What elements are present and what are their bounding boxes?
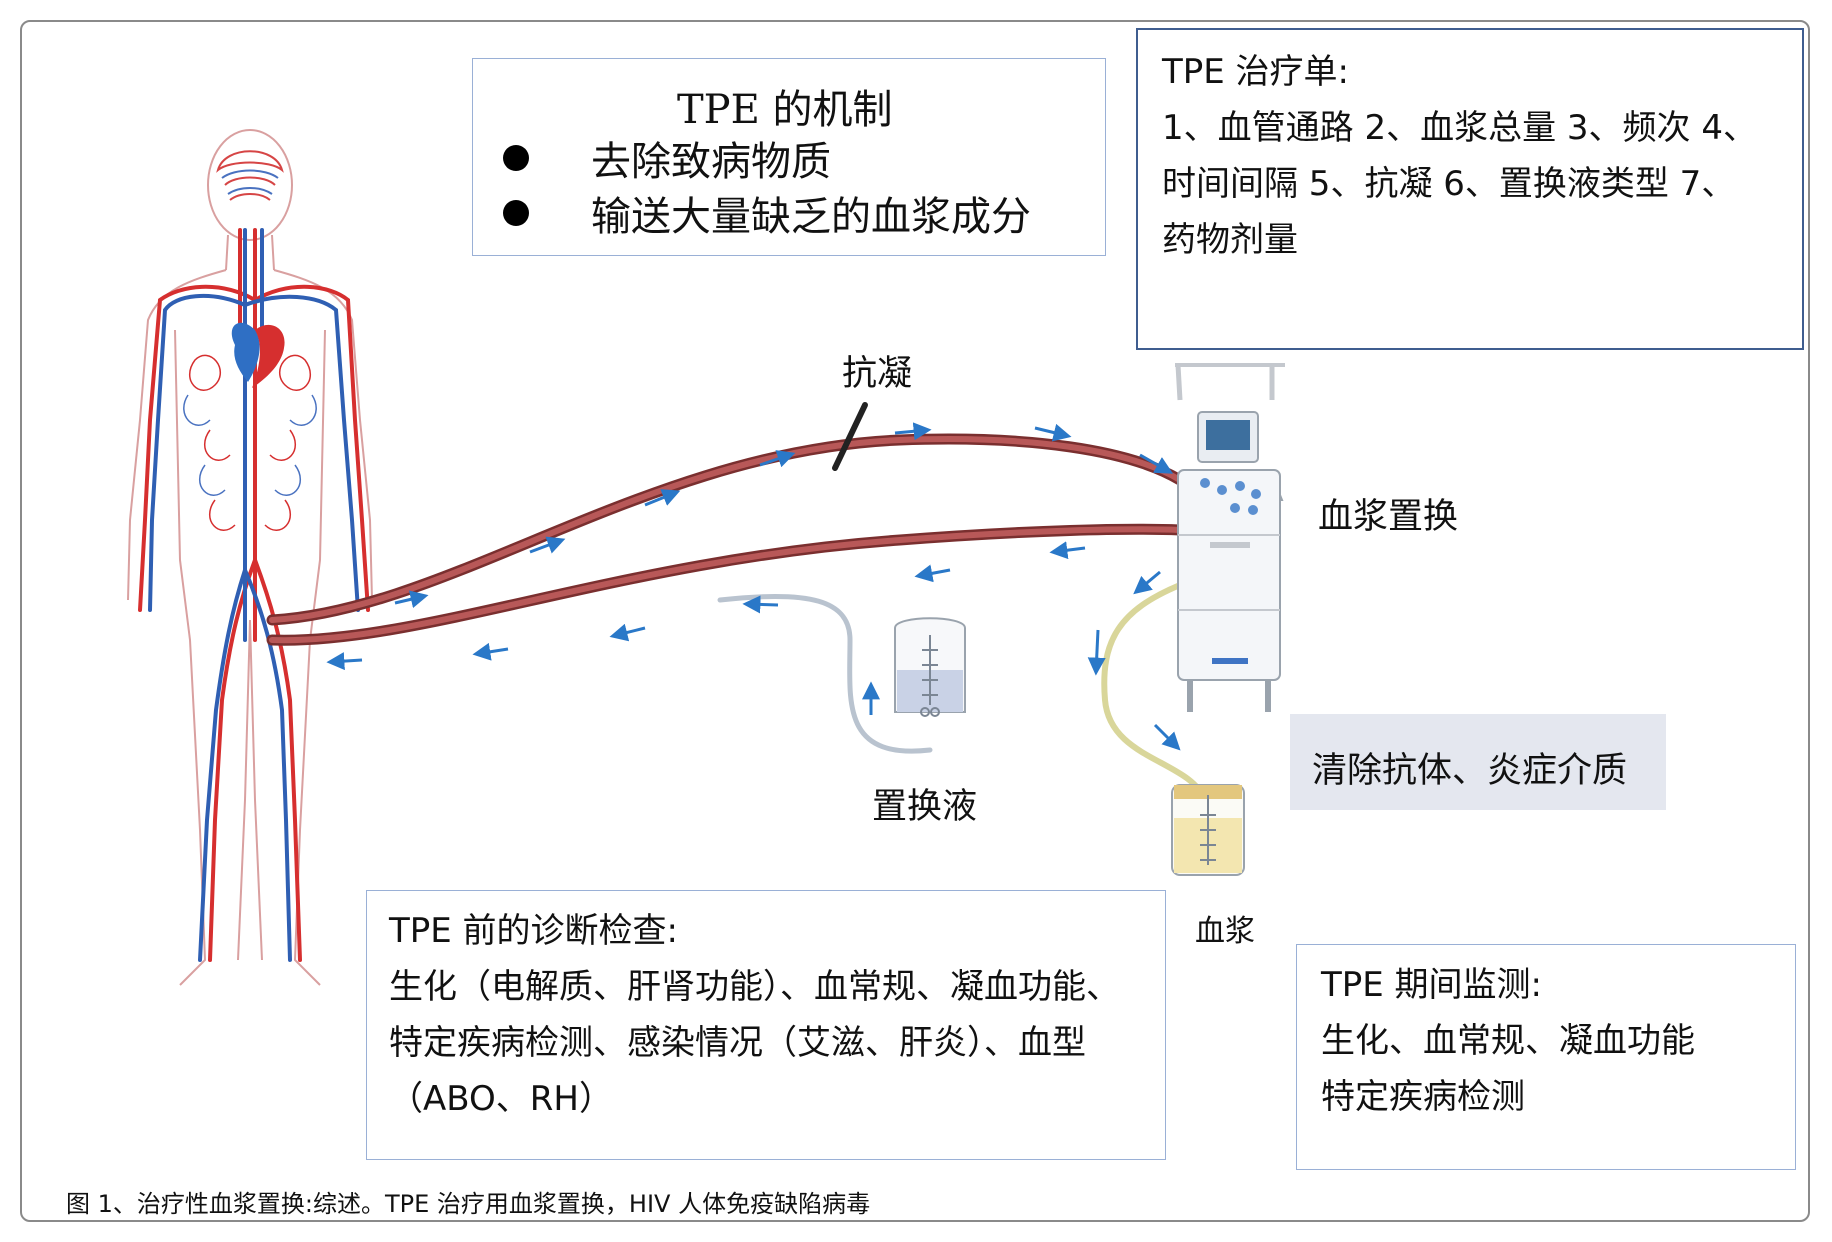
treatment-order-box: TPE 治疗单: 1、血管通路 2、血浆总量 3、频次 4、 时间间隔 5、抗凝…: [1136, 28, 1804, 350]
replacement-fluid-label: 置换液: [872, 787, 978, 827]
pre-exam-line-2: 特定疾病检测、感染情况（艾滋、肝炎）、血型: [389, 1023, 1086, 1063]
pre-exam-line-1: 生化（电解质、肝肾功能）、血常规、凝血功能、: [389, 967, 1120, 1007]
flow-arrow-icon: [1034, 423, 1072, 442]
human-circulatory-system-icon: [127, 129, 373, 986]
plasma-bag-icon: [1171, 784, 1245, 876]
mechanism-bullet-text: 去除致病物质: [591, 139, 831, 185]
monitoring-box: TPE 期间监测: 生化、血常规、凝血功能 特定疾病检测: [1296, 944, 1796, 1170]
flow-arrow-icon: [529, 536, 566, 554]
heart-icon: [231, 322, 285, 388]
figure-frame: [20, 20, 1810, 1222]
treatment-line-3: 药物剂量: [1162, 220, 1298, 260]
mechanism-box: TPE 的机制 去除致病物质 输送大量缺乏的血浆成分: [472, 58, 1106, 256]
flow-arrow-icon: [759, 450, 796, 468]
mechanism-title: TPE 的机制: [677, 87, 893, 133]
flow-arrow-icon: [914, 564, 951, 583]
flow-arrow-icon: [394, 590, 429, 609]
flow-arrow-icon: [472, 642, 509, 661]
flow-arrow-icon: [1087, 629, 1106, 676]
flow-arrow-icon: [894, 422, 932, 441]
exchange-label: 血浆置换: [1318, 497, 1459, 537]
flow-arrow-icon: [1049, 541, 1086, 560]
flow-arrow-icon: [644, 489, 681, 507]
flow-arrow-icon: [326, 652, 363, 671]
plasmapheresis-machine-icon: [1175, 363, 1285, 712]
pre-exam-box: TPE 前的诊断检查: 生化（电解质、肝肾功能）、血常规、凝血功能、 特定疾病检…: [366, 890, 1166, 1160]
flow-arrow-icon: [1133, 570, 1161, 595]
pre-exam-title: TPE 前的诊断检查:: [389, 911, 679, 951]
bullet-icon: [503, 145, 529, 171]
mechanism-bullet-2: 输送大量缺乏的血浆成分: [503, 184, 1031, 242]
blood-tubing: [266, 433, 1208, 803]
flow-arrow-icon: [1153, 723, 1181, 751]
mechanism-bullet-text: 输送大量缺乏的血浆成分: [591, 194, 1031, 240]
anticoag-line: [832, 402, 868, 471]
flow-arrow-icon: [742, 595, 779, 614]
plasma-label: 血浆: [1195, 914, 1255, 949]
pre-exam-line-3: （ABO、RH）: [389, 1079, 613, 1119]
flow-arrow-icon: [1139, 453, 1174, 474]
clear-antibody-label: 清除抗体、炎症介质: [1312, 751, 1628, 791]
treatment-title: TPE 治疗单:: [1162, 52, 1350, 92]
flow-arrow-icon: [609, 623, 646, 642]
anticoag-label: 抗凝: [842, 354, 913, 394]
monitor-title: TPE 期间监测:: [1321, 965, 1543, 1005]
mechanism-bullet-1: 去除致病物质: [503, 129, 831, 187]
replacement-fluid-bag-icon: [894, 617, 966, 717]
clear-antibody-box: 清除抗体、炎症介质: [1290, 714, 1666, 810]
treatment-line-1: 1、血管通路 2、血浆总量 3、频次 4、: [1162, 108, 1757, 148]
monitor-line-1: 生化、血常规、凝血功能: [1321, 1021, 1695, 1061]
monitor-line-2: 特定疾病检测: [1321, 1077, 1525, 1117]
bullet-icon: [503, 200, 529, 226]
treatment-line-2: 时间间隔 5、抗凝 6、置换液类型 7、: [1162, 164, 1736, 204]
figure-caption: 图 1、治疗性血浆置换:综述。TPE 治疗用血浆置换，HIV 人体免疫缺陷病毒: [66, 1190, 871, 1218]
